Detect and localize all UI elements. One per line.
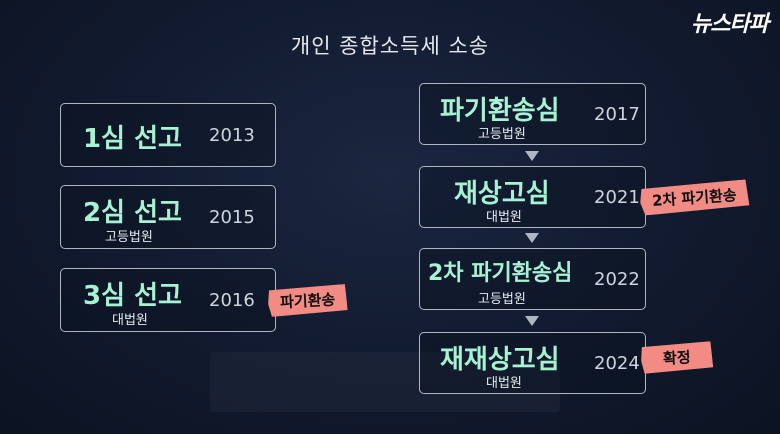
- step-year: 2021: [594, 187, 640, 208]
- step-name: 3심 선고: [83, 281, 182, 311]
- step-year: 2022: [594, 269, 640, 290]
- step-year: 2024: [594, 353, 640, 374]
- arrow-down-icon: [525, 233, 539, 243]
- step-name: 1심 선고: [83, 124, 182, 154]
- step-court: 대법원: [486, 376, 522, 391]
- brand-logo: 뉴스타파: [691, 12, 769, 37]
- step-final-appeal: 재재상고심 대법원 2024: [419, 332, 646, 394]
- arrow-down-icon: [525, 151, 539, 161]
- step-remand-trial: 파기환송심 고등법원 2017: [419, 83, 646, 145]
- arrow-down-icon: [525, 316, 539, 326]
- page-title: 개인 종합소득세 소송: [290, 34, 490, 58]
- step-name: 재재상고심: [440, 345, 560, 375]
- step-court: 대법원: [486, 210, 522, 225]
- step-court: 고등법원: [105, 230, 153, 245]
- step-name: 파기환송심: [440, 96, 560, 126]
- step-name: 재상고심: [454, 179, 550, 209]
- tag-remand: 파기환송: [267, 284, 348, 317]
- step-year: 2015: [209, 207, 255, 228]
- step-name: 2차 파기환송심: [428, 261, 573, 286]
- step-court: 고등법원: [478, 292, 526, 307]
- step-year: 2013: [209, 125, 255, 146]
- step-year: 2017: [594, 104, 640, 125]
- step-name: 2심 선고: [83, 198, 182, 228]
- step-2nd-trial: 2심 선고 고등법원 2015: [60, 185, 276, 249]
- video-controls-ghost: [210, 352, 560, 412]
- step-court: 고등법원: [478, 127, 526, 142]
- step-year: 2016: [209, 290, 255, 311]
- step-1st-trial: 1심 선고 2013: [60, 103, 276, 167]
- step-re-appeal: 재상고심 대법원 2021: [419, 166, 646, 228]
- step-court: 대법원: [112, 313, 148, 328]
- tag-confirmed: 확정: [640, 341, 713, 374]
- step-2nd-remand-trial: 2차 파기환송심 고등법원 2022: [419, 248, 646, 310]
- step-3rd-trial: 3심 선고 대법원 2016: [60, 268, 276, 332]
- tag-second-remand: 2차 파기환송: [639, 179, 749, 216]
